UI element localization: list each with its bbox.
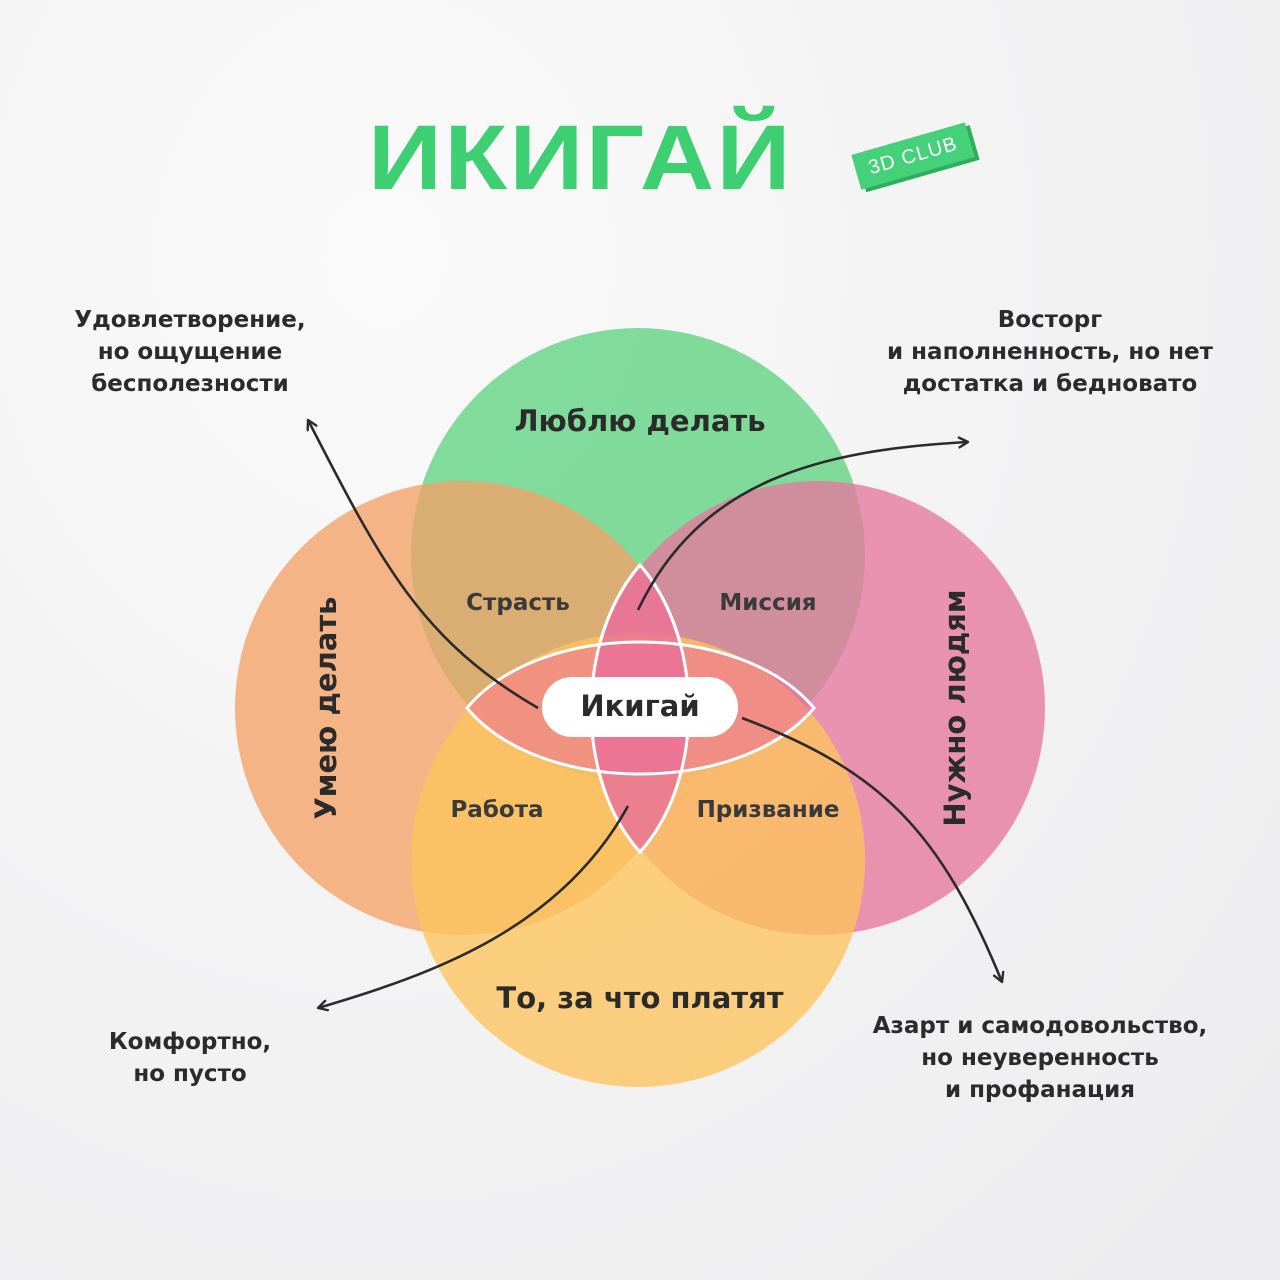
overlap-label-profession: Работа: [450, 797, 543, 823]
circle-label-top: Люблю делать: [514, 404, 765, 438]
circle-label-right: Нужно людям: [938, 589, 972, 826]
note-top-right: Восторг и наполненность, но нет достатка…: [887, 307, 1213, 397]
arrow-bottom-left: [318, 805, 630, 1008]
center-label: Икигай: [580, 689, 699, 723]
page-title: ИКИГАЙ: [368, 107, 793, 209]
overlap-label-mission: Миссия: [719, 590, 816, 616]
arrow-top-left: [308, 420, 539, 710]
note-bottom-right: Азарт и самодовольство, но неуверенность…: [872, 1013, 1208, 1103]
note-top-left: Удовлетворение, но ощущение бесполезност…: [74, 307, 306, 397]
center-pill: [542, 677, 738, 737]
overlap-label-vocation: Призвание: [697, 797, 840, 823]
center-petal-vertical-outline: [589, 562, 691, 855]
arrow-bottom-right: [741, 716, 1002, 982]
circle-label-left: Умею делать: [309, 596, 343, 819]
overlap-label-passion: Страсть: [466, 590, 570, 616]
circle-label-bottom: То, за что платят: [496, 981, 783, 1015]
arrow-top-right: [636, 442, 968, 611]
note-bottom-left: Комфортно, но пусто: [108, 1029, 272, 1087]
